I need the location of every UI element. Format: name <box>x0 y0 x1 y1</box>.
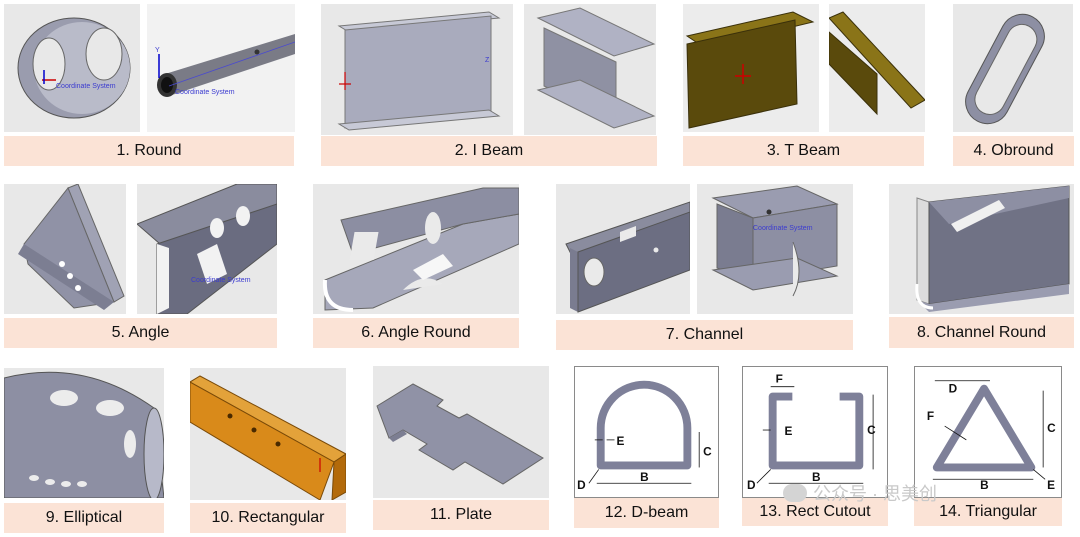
dim-e: E <box>1047 478 1055 492</box>
label-elliptical: 9. Elliptical <box>4 503 164 533</box>
label-plate: 11. Plate <box>373 500 549 530</box>
channel-image-1 <box>556 184 690 314</box>
label-channel: 7. Channel <box>556 320 853 350</box>
angle-image-2: Coordinate System <box>137 184 277 314</box>
channel-round-image <box>889 184 1074 314</box>
rect-cutout-drawing: F E C B D <box>742 366 888 498</box>
label-rectangular: 10. Rectangular <box>190 503 346 533</box>
t-beam-image-2 <box>829 4 925 132</box>
label-rect-cutout: 13. Rect Cutout <box>742 498 888 526</box>
round-image-1: Coordinate System <box>4 4 140 132</box>
channel-image-2: Coordinate System <box>697 184 853 314</box>
axis-y-text: Y <box>155 47 160 54</box>
dim-f: F <box>927 409 934 423</box>
label-i-beam: 2. I Beam <box>321 136 657 166</box>
label-triangular: 14. Triangular <box>914 498 1062 526</box>
rectangular-image <box>190 368 346 500</box>
round-image-2: Coordinate System Y <box>147 4 295 132</box>
watermark-text: 公众号 · 思美创 <box>813 484 937 504</box>
dim-b: B <box>812 470 821 484</box>
plate-image <box>373 366 549 498</box>
watermark: 公众号 · 思美创 <box>783 480 937 506</box>
dim-e: E <box>616 434 624 448</box>
label-angle: 5. Angle <box>4 318 277 348</box>
label-obround: 4. Obround <box>953 136 1074 166</box>
i-beam-image-2 <box>524 4 656 135</box>
wechat-icon <box>783 484 807 502</box>
axis-z-text: Z <box>485 57 490 64</box>
obround-image <box>953 4 1073 132</box>
dim-e: E <box>784 424 792 438</box>
elliptical-image <box>4 368 164 498</box>
dim-f: F <box>776 372 783 386</box>
coordinate-system-text: Coordinate System <box>175 89 235 96</box>
dim-c: C <box>867 423 876 437</box>
label-t-beam: 3. T Beam <box>683 136 924 166</box>
angle-round-image <box>313 184 519 314</box>
triangular-drawing: D F C B E <box>914 366 1062 498</box>
dim-b: B <box>640 470 649 484</box>
t-beam-image-1 <box>683 4 819 132</box>
dim-c: C <box>703 445 712 459</box>
label-angle-round: 6. Angle Round <box>313 318 519 348</box>
coordinate-system-text: Coordinate System <box>191 277 251 284</box>
label-round: 1. Round <box>4 136 294 166</box>
label-channel-round: 8. Channel Round <box>889 317 1074 348</box>
dim-d: D <box>747 478 756 492</box>
label-d-beam: 12. D-beam <box>574 498 719 528</box>
dim-b: B <box>980 478 989 492</box>
dim-d: D <box>949 382 958 396</box>
i-beam-image-1: Z <box>321 4 513 135</box>
dim-c: C <box>1047 421 1056 435</box>
coordinate-system-text: Coordinate System <box>56 83 116 90</box>
coordinate-system-text: Coordinate System <box>753 225 813 232</box>
angle-image-1 <box>4 184 126 314</box>
d-beam-drawing: E C B D <box>574 366 719 498</box>
dim-d: D <box>577 478 586 492</box>
